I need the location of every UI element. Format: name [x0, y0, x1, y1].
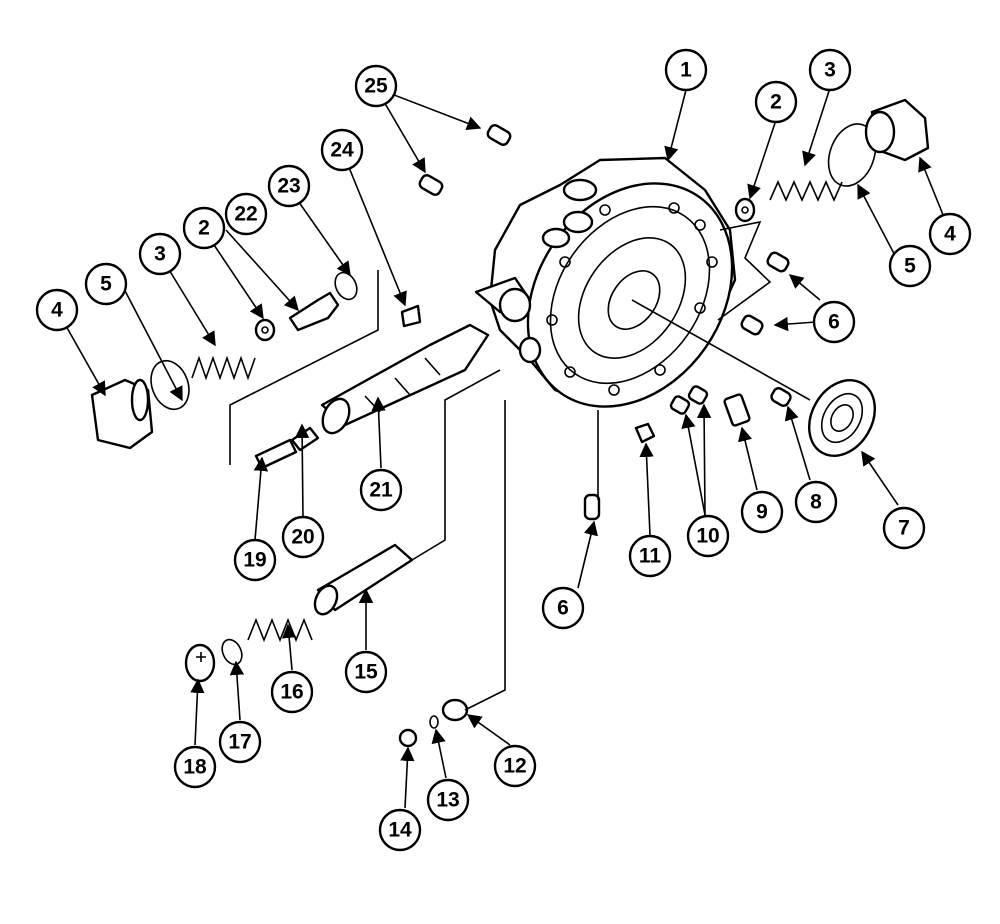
lower-spool-parts	[184, 369, 501, 683]
callout-22: 22	[224, 192, 268, 236]
callout-label: 20	[291, 526, 314, 549]
callout-label: 16	[280, 681, 303, 704]
callout-label: 17	[228, 731, 251, 754]
callout-label: 18	[183, 756, 207, 779]
callout-label: 3	[154, 243, 166, 266]
callout-label: 4	[51, 299, 63, 322]
callout-label: 6	[557, 597, 569, 620]
callout-16: 16	[270, 670, 314, 714]
callout-4-right: 4	[928, 212, 972, 256]
callout-15: 15	[344, 650, 388, 694]
callout-label: 13	[436, 789, 459, 812]
left-relief-parts	[90, 270, 379, 465]
callout-6-right: 6	[812, 300, 856, 344]
callout-label: 2	[198, 217, 210, 240]
callout-21: 21	[359, 468, 403, 512]
callout-label: 5	[904, 255, 916, 278]
callout-label: 19	[243, 549, 266, 572]
callout-label: 12	[503, 755, 526, 778]
callout-label: 11	[639, 545, 662, 568]
callout-label: 21	[369, 479, 393, 502]
callout-label: 23	[277, 175, 300, 198]
spool-parts	[254, 304, 490, 470]
small-parts	[398, 124, 792, 748]
callout-11: 11	[628, 534, 672, 578]
callout-1: 1	[664, 48, 708, 92]
callout-7: 7	[882, 506, 926, 550]
callout-label: 10	[696, 525, 719, 548]
callout-14: 14	[378, 808, 422, 852]
callout-23: 23	[267, 164, 311, 208]
bearing-part	[808, 379, 876, 457]
callout-10: 10	[686, 514, 730, 558]
callout-25: 25	[354, 64, 398, 108]
callout-label: 24	[330, 139, 354, 162]
callout-2-left: 2	[182, 206, 226, 250]
callout-20: 20	[281, 515, 325, 559]
callout-label: 5	[100, 273, 112, 296]
assembly-centerlines	[631, 220, 811, 401]
callout-label: 15	[354, 661, 378, 684]
callout-5-right: 5	[888, 244, 932, 288]
callout-3-left: 3	[138, 232, 182, 276]
right-relief-parts	[734, 98, 930, 223]
callout-5-left: 5	[84, 262, 128, 306]
callout-18: 18	[173, 745, 217, 789]
callout-8: 8	[794, 480, 838, 524]
callout-label: 4	[944, 223, 956, 246]
valve-housing	[474, 156, 737, 408]
callout-4-left: 4	[35, 288, 79, 332]
callout-label: 6	[828, 311, 840, 334]
callout-17: 17	[218, 720, 262, 764]
callout-label: 1	[680, 59, 692, 82]
callout-9: 9	[740, 490, 784, 534]
callout-label: 8	[810, 491, 822, 514]
callout-label: 2	[770, 91, 782, 114]
callout-6-bottom: 6	[541, 586, 585, 630]
callout-label: 25	[364, 75, 388, 98]
callout-label: 22	[234, 203, 257, 226]
callout-3-right: 3	[808, 48, 852, 92]
callout-label: 14	[388, 819, 412, 842]
callout-12: 12	[493, 744, 537, 788]
callout-24: 24	[320, 128, 364, 172]
callout-label: 7	[898, 517, 910, 540]
callout-13: 13	[426, 778, 470, 822]
callout-label: 9	[756, 501, 768, 524]
callout-label: 3	[824, 59, 836, 82]
callout-2-right: 2	[754, 80, 798, 124]
callout-19: 19	[233, 538, 277, 582]
